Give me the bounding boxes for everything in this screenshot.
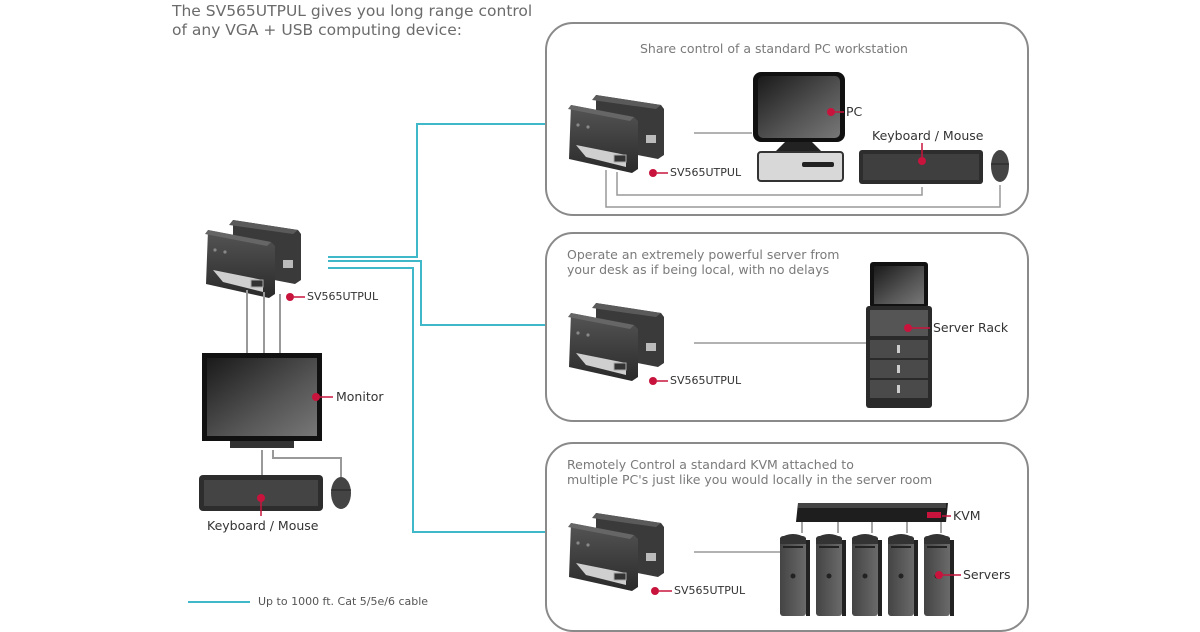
- local-mouse: [331, 477, 351, 509]
- pc-tower: [757, 151, 844, 182]
- monitor-label: Monitor: [336, 389, 384, 404]
- keyboard-marker: [257, 494, 265, 502]
- panel-2-extender-marker: [649, 377, 657, 385]
- cat5-cables: [328, 123, 545, 533]
- panel-2-caption-line-2: your desk as if being local, with no del…: [567, 262, 830, 277]
- legend-label: Up to 1000 ft. Cat 5/5e/6 cable: [258, 595, 429, 608]
- server-rack: [866, 262, 932, 408]
- local-keyboard-mouse-label: Keyboard / Mouse: [207, 518, 319, 533]
- local-extender-label: SV565UTPUL: [307, 290, 379, 303]
- server-rack-label: Server Rack: [933, 320, 1009, 335]
- panel-3-caption-line-1: Remotely Control a standard KVM attached…: [567, 457, 854, 472]
- monitor-marker: [312, 393, 320, 401]
- local-extender-marker: [286, 293, 294, 301]
- server-tower-3: [852, 534, 882, 616]
- panel-3-extender-label: SV565UTPUL: [674, 584, 746, 597]
- server-rack-marker: [904, 324, 912, 332]
- panel-server-rack: [545, 232, 1029, 422]
- local-wires: [246, 290, 342, 478]
- cable-to-kvm-panel: [328, 267, 545, 533]
- pc-label: PC: [846, 104, 863, 119]
- panel-2-extender-label: SV565UTPUL: [670, 374, 742, 387]
- diagram-title: The SV565UTPUL gives you long range cont…: [172, 2, 533, 39]
- panel-3-caption-line-2: multiple PC's just like you would locall…: [567, 472, 933, 487]
- panel-2-caption-line-1: Operate an extremely powerful server fro…: [567, 247, 840, 262]
- pc-monitor: [753, 72, 845, 152]
- panel-3-extender-marker: [651, 587, 659, 595]
- servers-label: Servers: [963, 567, 1011, 582]
- server-tower-2: [816, 534, 846, 616]
- local-keyboard: [199, 475, 323, 511]
- pc-marker: [827, 108, 835, 116]
- server-tower-1: [780, 534, 810, 616]
- local-monitor: [202, 353, 322, 448]
- server-tower-4: [888, 534, 918, 616]
- panel-2-extender: [567, 302, 665, 382]
- panel-1-keyboard: [859, 150, 983, 184]
- panel-1-extender: [567, 94, 665, 174]
- kvm-switch: [796, 503, 948, 522]
- cable-to-pc-panel: [328, 123, 545, 258]
- panel-1-extender-marker: [649, 169, 657, 177]
- cable-to-server-panel: [328, 260, 545, 326]
- keyboard-mouse-marker: [918, 157, 926, 165]
- panel-3-extender: [567, 512, 665, 592]
- local-extender-device: [204, 219, 302, 299]
- panel-1-extender-label: SV565UTPUL: [670, 166, 742, 179]
- panel-1-caption: Share control of a standard PC workstati…: [640, 41, 908, 56]
- keyboard-mouse-label: Keyboard / Mouse: [872, 128, 984, 143]
- servers-marker: [935, 571, 943, 579]
- kvm-label: KVM: [953, 508, 981, 523]
- panel-1-mouse: [991, 150, 1009, 182]
